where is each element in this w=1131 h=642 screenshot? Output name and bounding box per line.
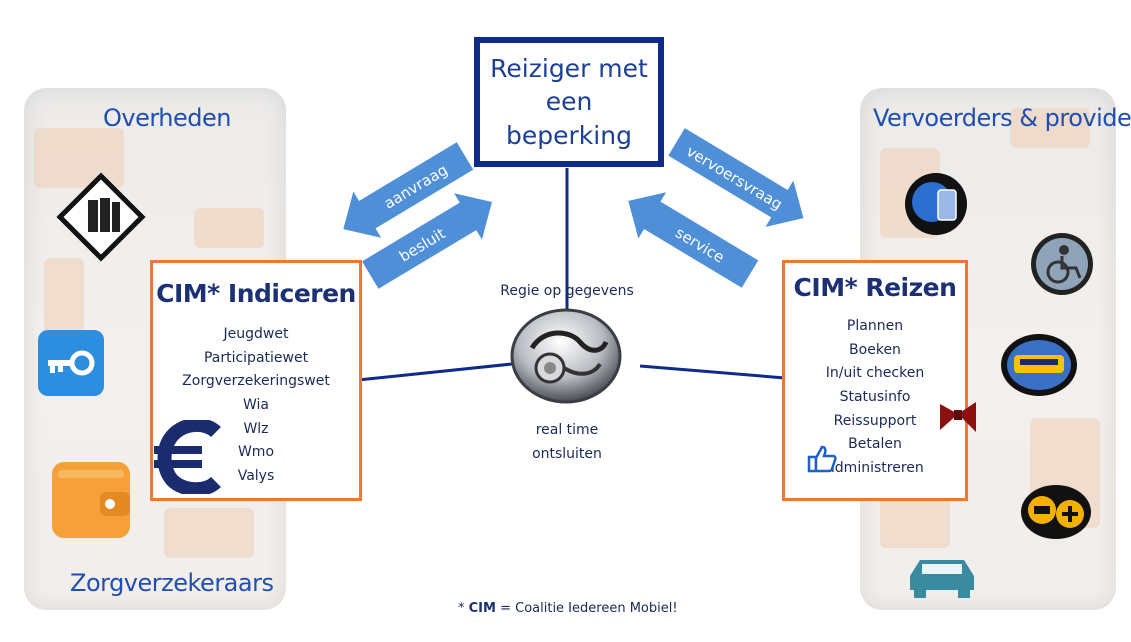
indiceren-item: Zorgverzekeringswet [182, 373, 330, 390]
center-title-line2: een beperking [506, 87, 632, 150]
wheelchair-icon [1031, 233, 1093, 295]
bowtie-icon [940, 402, 976, 432]
stethoscope-icon [510, 308, 622, 404]
realtime-line1: real time [535, 422, 599, 438]
indiceren-item: Wia [242, 397, 269, 414]
reizen-item: administreren [826, 460, 924, 477]
reizen-item: Boeken [849, 341, 901, 358]
line-left-connector [357, 362, 513, 382]
thumbs-up-icon [807, 445, 837, 473]
train-icon [1001, 334, 1077, 396]
footnote: * CIM = Coalitie Iedereen Mobiel! [458, 601, 678, 616]
books-icon [56, 172, 146, 262]
smartphone-globe-icon [905, 173, 967, 235]
indiceren-heading: CIM* Indiceren [156, 279, 356, 308]
center-title-line1: Reiziger met [490, 53, 648, 83]
wallet-icon [52, 462, 130, 538]
footnote-prefix: * [458, 601, 469, 616]
realtime-label: real time ontsluiten [500, 418, 634, 466]
reizen-item: In/uit checken [825, 365, 925, 382]
indiceren-item: Valys [237, 468, 275, 485]
reizen-list: Plannen Boeken In/uit checken Statusinfo… [785, 315, 965, 481]
euro-icon [154, 420, 221, 494]
reizen-heading: CIM* Reizen [793, 273, 957, 302]
indiceren-item: Wmo [237, 444, 275, 461]
car-icon [910, 560, 974, 598]
left-panel-bottom-title: Zorgverzekeraars [70, 569, 274, 597]
indiceren-item: Wlz [243, 420, 269, 437]
footnote-rest: = Coalitie Iedereen Mobiel! [495, 601, 678, 616]
footnote-term: CIM [468, 601, 496, 616]
right-panel-title: Vervoerders & providers [873, 104, 1131, 132]
line-right-connector [639, 364, 786, 380]
regie-label: Regie op gegevens [500, 283, 634, 299]
reizen-item: Statusinfo [839, 389, 911, 406]
indiceren-list: Jeugdwet Participatiewet Zorgverzekering… [153, 323, 359, 489]
realtime-line2: ontsluiten [532, 446, 602, 462]
left-panel-title: Overheden [103, 104, 232, 132]
center-box-reiziger: Reiziger met een beperking [474, 37, 664, 167]
key-icon [38, 330, 104, 396]
indiceren-item: Jeugdwet [223, 326, 289, 342]
reizen-item: Betalen [848, 436, 902, 453]
arrow-vervoersvraag-label: vervoersvraag [683, 142, 785, 213]
taxi-plane-icon [1021, 485, 1091, 539]
reizen-item: Plannen [846, 318, 904, 334]
reizen-item: Reissupport [833, 412, 917, 429]
indiceren-item: Participatiewet [203, 349, 309, 366]
